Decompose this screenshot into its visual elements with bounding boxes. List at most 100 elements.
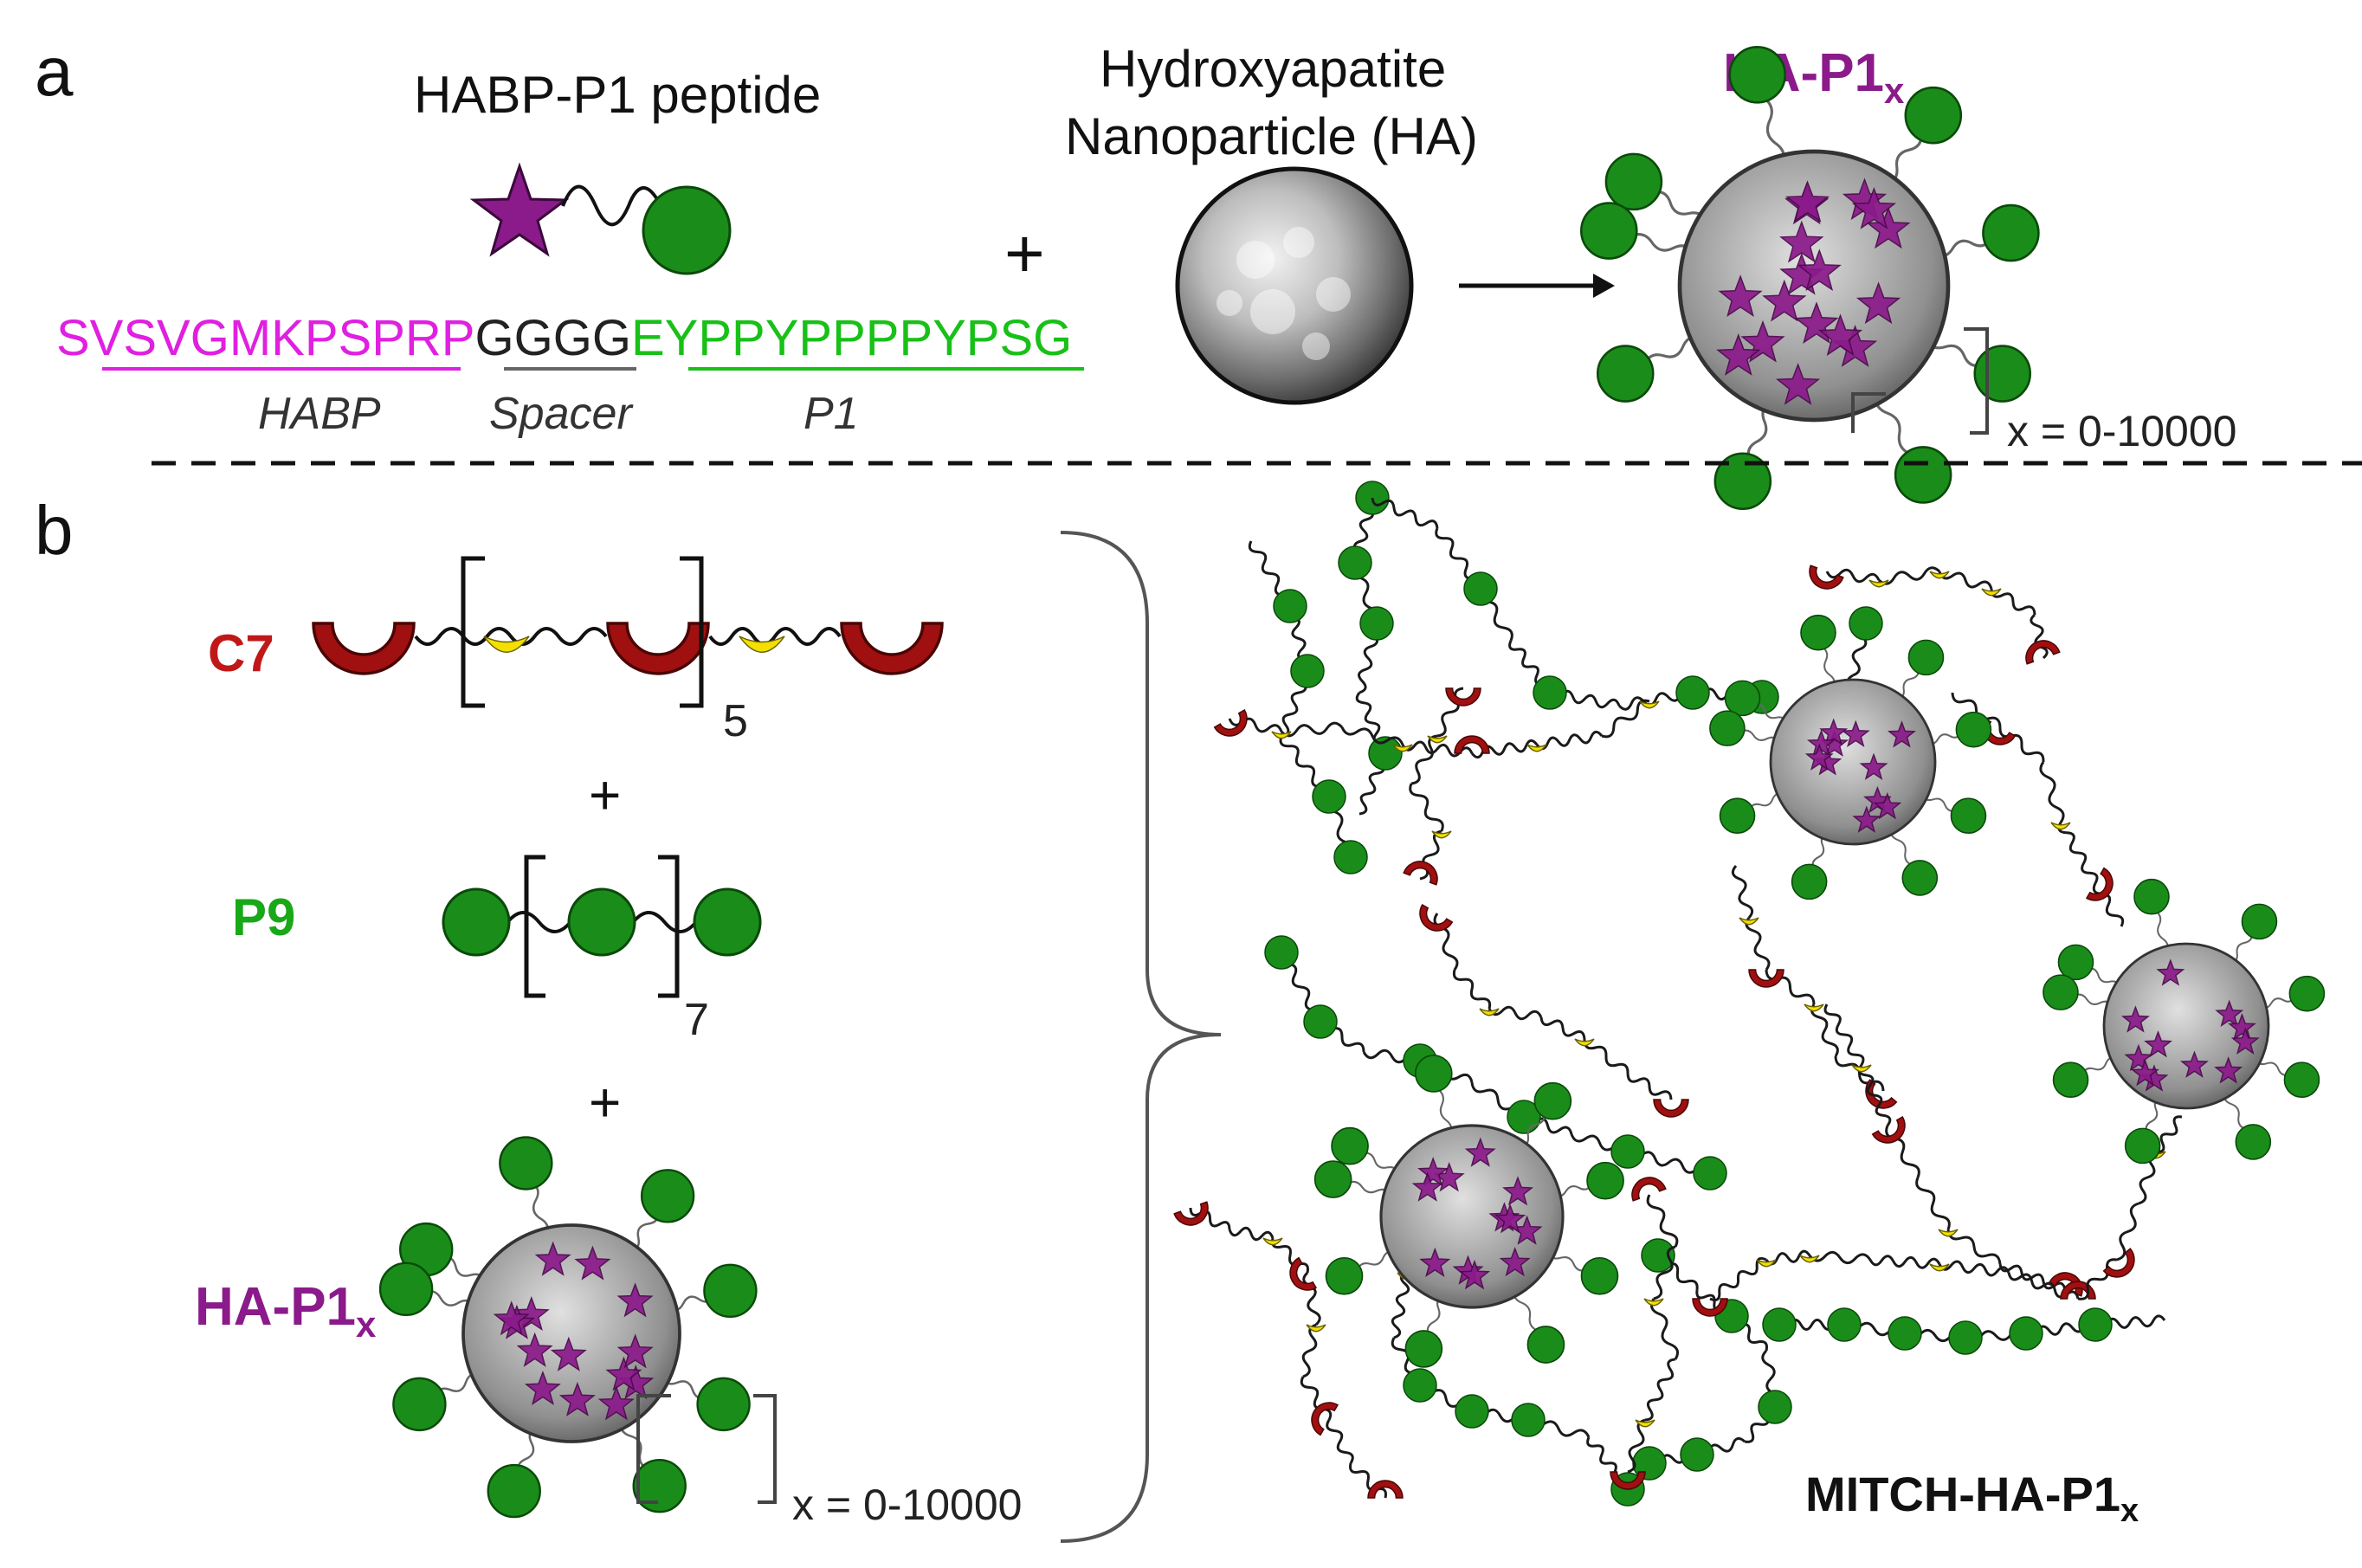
chain-segment	[1825, 568, 1881, 584]
nanoparticle-core	[461, 1223, 681, 1443]
red-cup-icon	[2085, 867, 2114, 901]
hydroxyapatite-nanoparticle	[1175, 166, 1414, 405]
chain-segment	[1409, 783, 1444, 832]
red-cup-icon	[312, 622, 416, 675]
habp-segment-label: HABP	[258, 389, 381, 439]
red-cup-icon	[1809, 565, 1844, 590]
star-icon	[1716, 333, 1761, 376]
star-icon	[2130, 1058, 2159, 1087]
green-bead-icon	[696, 1377, 751, 1432]
chain-segment	[1340, 726, 1404, 745]
chain-segment	[1280, 721, 1344, 738]
red-cup-icon	[1748, 969, 1784, 988]
chain-segment	[1371, 497, 1439, 529]
green-bead-icon	[1414, 1055, 1453, 1093]
green-bead-icon	[2283, 1061, 2320, 1099]
green-bead-icon	[1604, 152, 1663, 211]
nanoparticle-texture	[1216, 227, 1351, 360]
range-a: x = 0-10000	[2007, 407, 2236, 455]
yellow-domain-icon	[1756, 1259, 1777, 1268]
star-icon	[2227, 1012, 2256, 1041]
star-icon	[469, 162, 570, 257]
nanoparticle-label-line2: Nanoparticle (HA)	[1065, 107, 1478, 165]
green-bead-icon	[1331, 1126, 1369, 1165]
chain-segment	[1300, 1376, 1333, 1421]
chain-segment	[1326, 1419, 1354, 1464]
green-bead-icon	[1641, 1238, 1675, 1273]
green-bead-icon	[2133, 878, 2170, 915]
p9-bracket	[524, 855, 680, 998]
surface-stars	[493, 1241, 655, 1421]
chain-segment	[1627, 1418, 1646, 1474]
chain-segment	[1709, 1256, 1767, 1302]
star-icon	[2124, 1043, 2153, 1072]
chain-segment	[2030, 613, 2049, 660]
green-bead-icon	[1264, 935, 1299, 970]
star-icon	[2179, 1050, 2209, 1078]
star-icon	[605, 1356, 642, 1391]
green-bead-icon	[1894, 446, 1952, 504]
star-icon	[550, 1336, 587, 1371]
star-icon	[1411, 1171, 1443, 1202]
green-bead-icon	[2235, 1124, 2272, 1160]
green-bead-icon	[1610, 1134, 1645, 1169]
panel-b: b C7 5 + P9 7 + HA-P1x x = 0-10000	[35, 481, 2326, 1543]
network-chains	[1173, 481, 2183, 1507]
star-icon	[1866, 206, 1911, 249]
chain-segment	[1189, 1207, 1231, 1230]
yellow-domain-icon	[1271, 731, 1292, 739]
chain-segment	[1823, 1003, 1865, 1066]
yellow-domain-icon	[1981, 588, 2002, 597]
star-icon	[574, 1245, 611, 1281]
p9-repeat-count: 7	[684, 995, 709, 1045]
chain-segment	[1745, 917, 1771, 971]
red-cup-icon	[2102, 1248, 2135, 1278]
star-icon	[1494, 1203, 1526, 1234]
green-bead-icon	[1403, 1368, 1437, 1403]
c7-bracket	[461, 556, 704, 708]
star-icon	[524, 1370, 561, 1406]
chain-segment	[1915, 1177, 1951, 1230]
star-icon	[1762, 279, 1807, 322]
star-icon	[1852, 805, 1881, 833]
green-bead-icon	[2124, 1127, 2161, 1165]
chain-segment	[1302, 1271, 1321, 1326]
green-bead-icon	[1948, 1320, 1983, 1355]
green-bead-icon	[1762, 1307, 1797, 1342]
yellow-domain-icon	[1938, 1229, 1959, 1237]
star-icon	[1797, 248, 1842, 292]
panel-a: a HABP-P1 peptide SVSVGMKPSPRPGGGGEYPPYP…	[35, 33, 2236, 511]
mitch-product-subscript: x	[2120, 1493, 2139, 1529]
ha-p1-name-b: HA-P1	[195, 1277, 356, 1337]
chain-segment	[1990, 588, 2036, 616]
green-bead-icon	[1719, 797, 1756, 835]
star-icon	[558, 1381, 596, 1416]
c7-linker	[414, 627, 608, 646]
chain-segment	[1410, 734, 1438, 785]
green-bead-icon	[1955, 711, 1992, 748]
chain-segment	[2057, 822, 2099, 884]
red-cup-icon	[1653, 1099, 1689, 1118]
green-bead-icon	[2241, 903, 2278, 940]
star-icon	[1458, 1260, 1491, 1290]
star-icon	[513, 1295, 550, 1332]
peptide-sequence: SVSVGMKPSPRPGGGGEYPPYPPPPYPSG	[56, 310, 1072, 366]
green-bead-icon	[2288, 975, 2326, 1012]
yellow-domain-icon	[1639, 700, 1660, 709]
star-icon	[616, 1333, 654, 1369]
yellow-domain-icon	[1739, 917, 1759, 926]
green-bead-icon	[1728, 46, 1786, 104]
green-bead-icon	[1849, 606, 1883, 641]
green-bead-icon	[1901, 860, 1939, 896]
green-bead-icon	[1313, 1160, 1352, 1198]
chain-segment	[1998, 726, 2045, 763]
green-bead-icon	[1312, 779, 1346, 814]
green-bead-icon	[693, 887, 762, 957]
chain-segment	[1228, 1226, 1275, 1242]
peptide-linker	[561, 184, 668, 227]
star-icon	[1859, 752, 1888, 780]
green-bead-icon	[1586, 1161, 1624, 1200]
green-bead-icon	[1580, 1256, 1619, 1295]
yellow-domain-icon	[1635, 1419, 1655, 1428]
plus-a: +	[1004, 215, 1045, 292]
